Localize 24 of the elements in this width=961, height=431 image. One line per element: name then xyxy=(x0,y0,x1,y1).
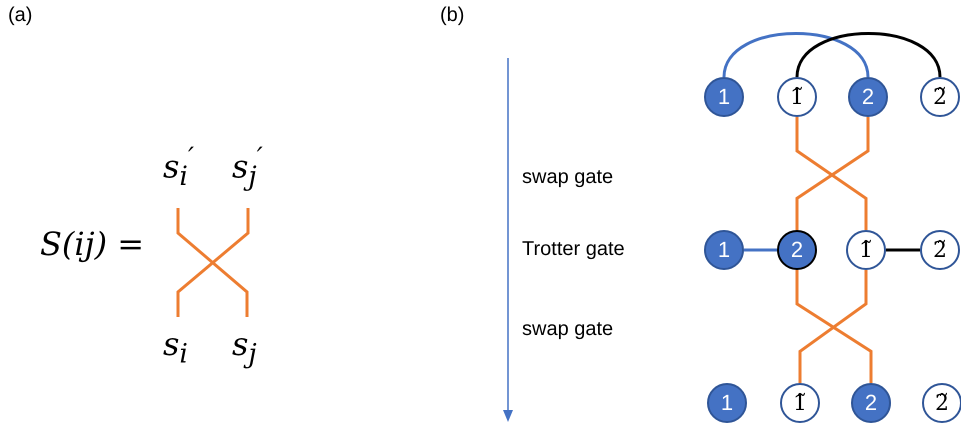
gate-label: swap gate xyxy=(522,318,614,341)
open-circle-node: 1̃ xyxy=(780,383,820,423)
filled-circle-node: 1 xyxy=(704,77,744,117)
panel-label: (b) xyxy=(440,4,464,27)
filled-circle-node: 1 xyxy=(704,230,744,270)
equation-label: S(ij) = xyxy=(40,225,144,263)
filled-circle-node: 2 xyxy=(777,230,817,270)
gate-label: Trotter gate xyxy=(522,238,625,261)
filled-circle-node: 2 xyxy=(851,383,891,423)
index-label: s$_{i}$ xyxy=(163,325,188,370)
panel-label: (a) xyxy=(8,4,32,27)
connector-line xyxy=(722,32,870,78)
connector-line xyxy=(744,248,777,252)
filled-circle-node: 2 xyxy=(848,77,888,117)
open-circle-node: 1̃ xyxy=(846,230,886,270)
connector-line xyxy=(886,248,920,252)
gate-label: swap gate xyxy=(522,166,614,189)
index-label: s$_{j}$ xyxy=(232,325,257,370)
open-circle-node: 2̃ xyxy=(922,383,961,423)
open-circle-node: 2̃ xyxy=(920,230,960,270)
open-circle-node: 1̃ xyxy=(777,77,817,117)
filled-circle-node: 1 xyxy=(707,383,747,423)
connector-line xyxy=(796,32,942,78)
open-circle-node: 2̃ xyxy=(920,77,960,117)
